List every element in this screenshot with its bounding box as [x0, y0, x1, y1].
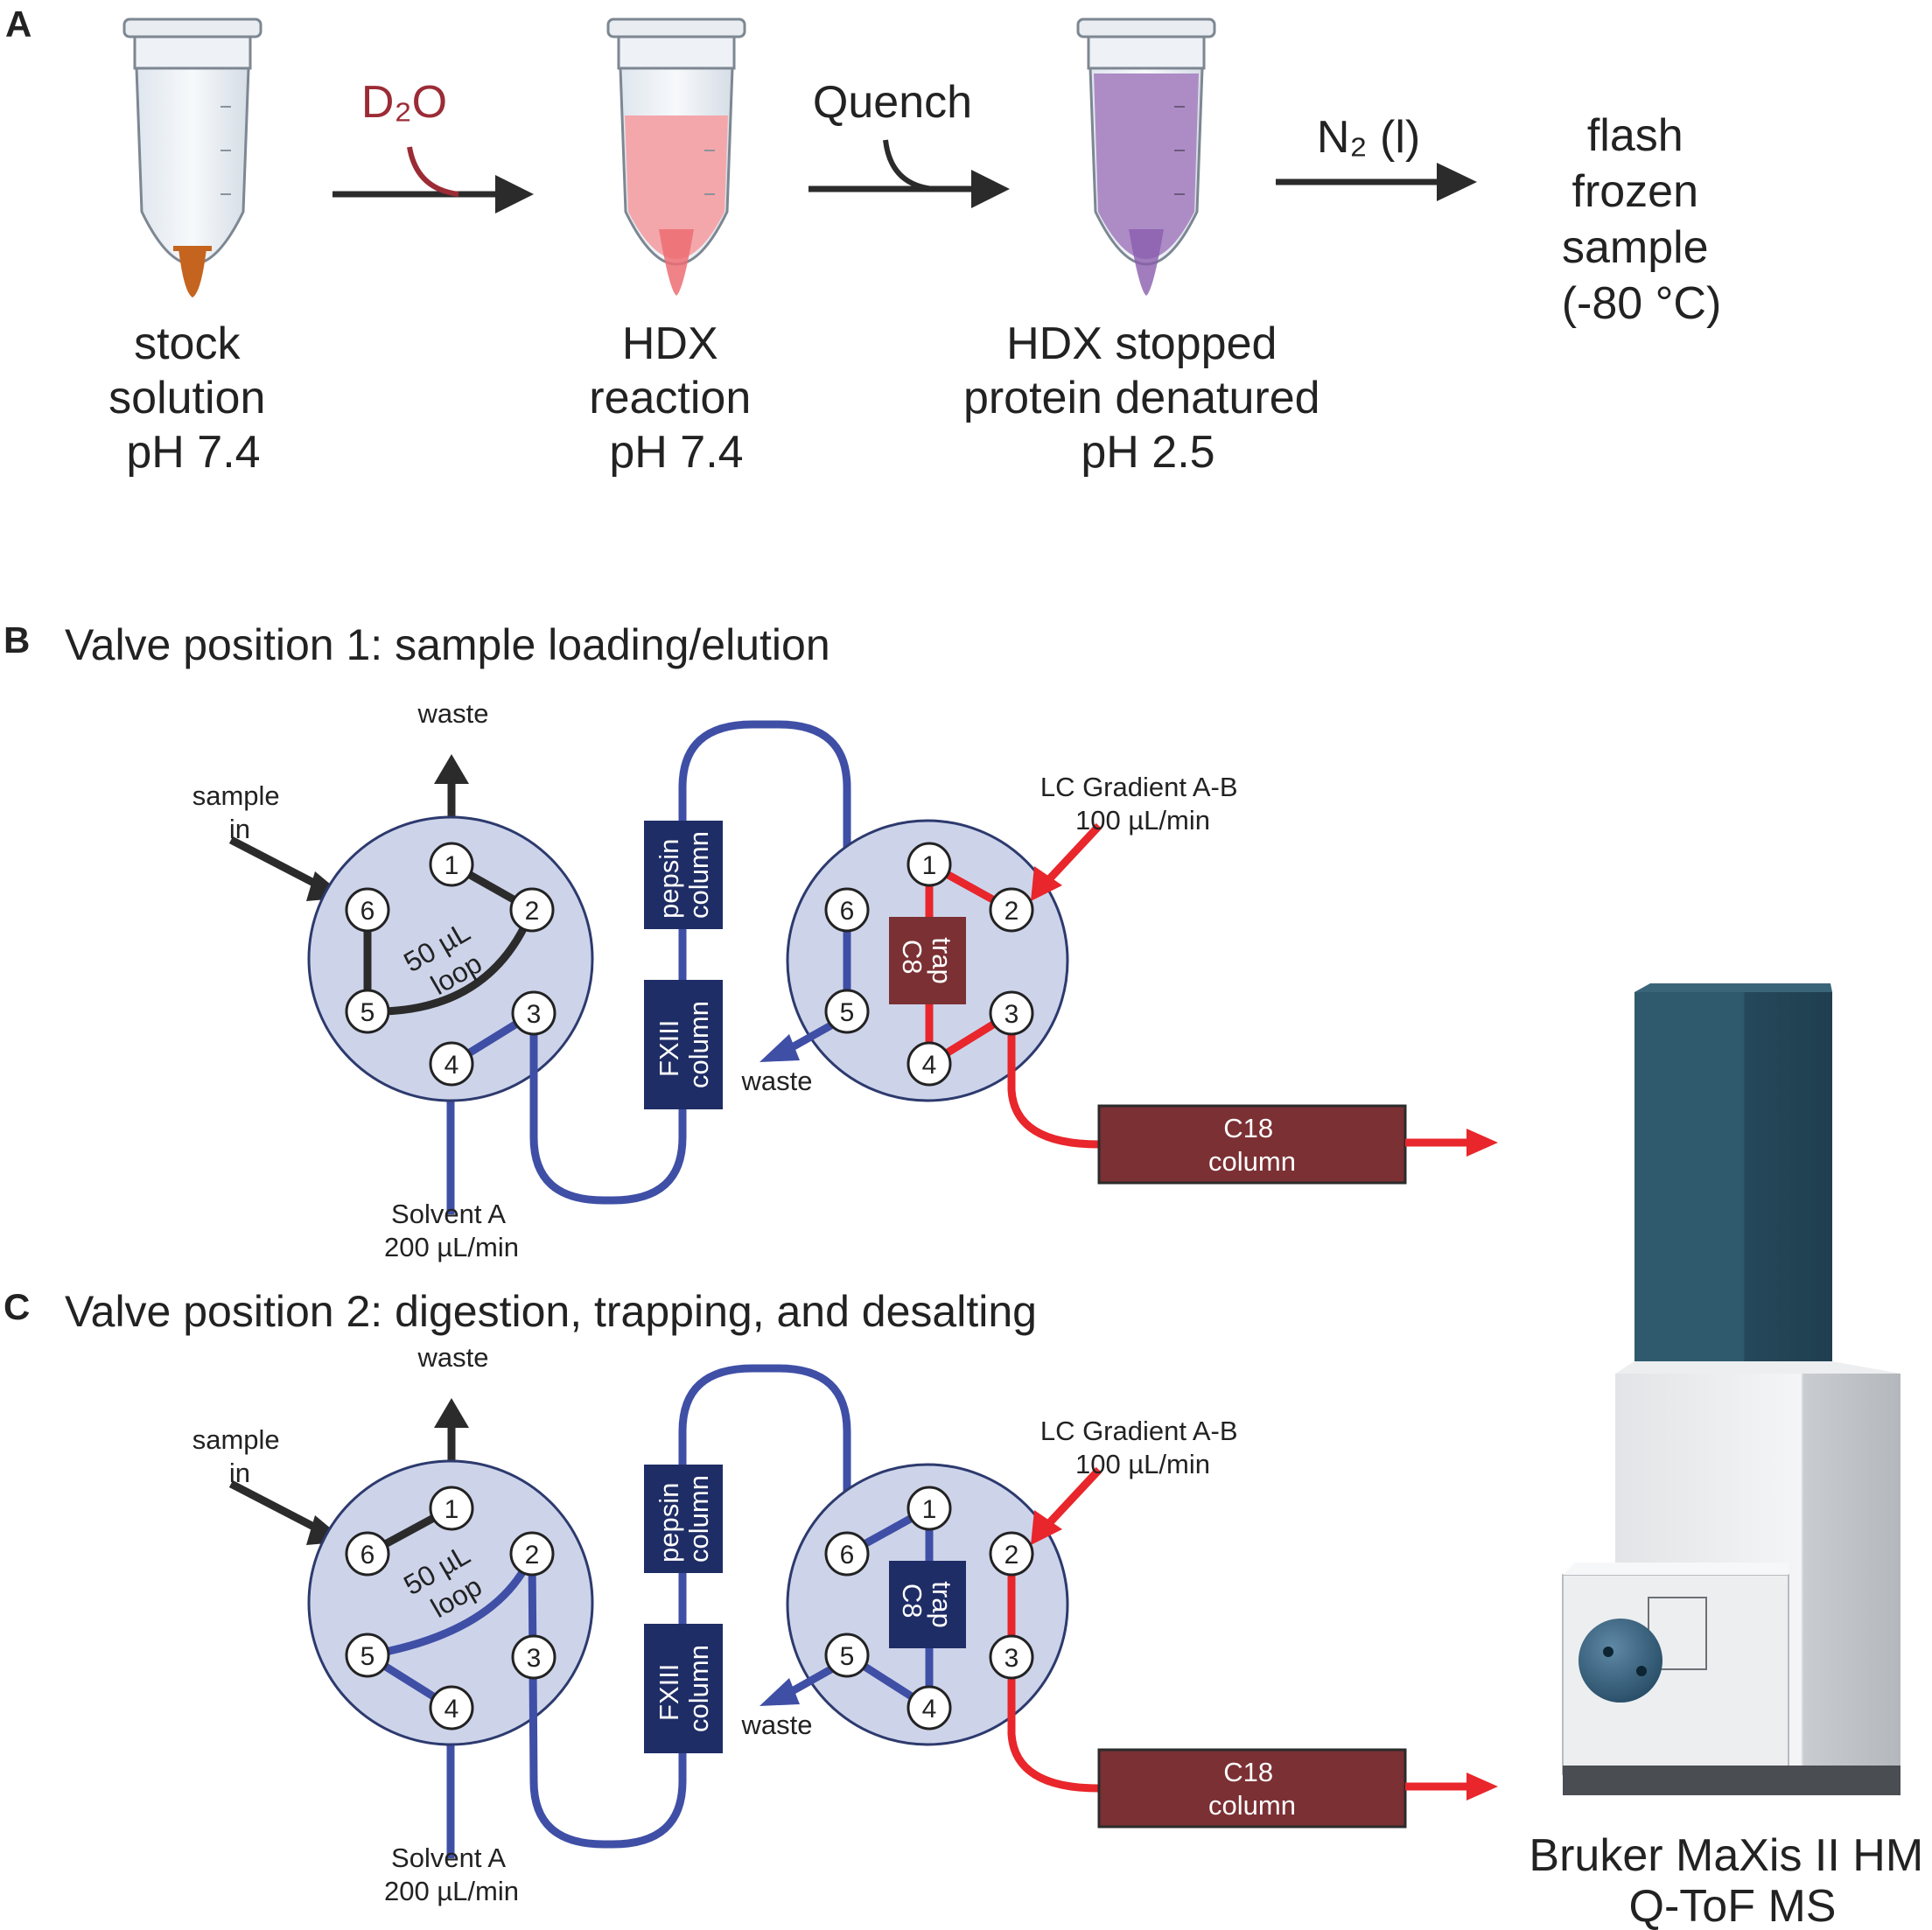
svg-text:5: 5 — [840, 1642, 855, 1671]
n2-label: N₂ (l) — [1317, 112, 1420, 163]
c8-trap — [889, 917, 966, 1004]
svg-text:C8 trap: C8 trap — [897, 1581, 957, 1627]
arrow-liquid-nitrogen — [1276, 163, 1477, 201]
arrow-d2o — [332, 146, 534, 213]
svg-text:2: 2 — [1004, 897, 1019, 926]
tube1-label: stock solution pH 7.4 — [108, 318, 278, 478]
svg-text:1: 1 — [444, 851, 459, 880]
waste-label-c: waste — [417, 1342, 489, 1373]
svg-text:pepsin column: pepsin column — [654, 831, 714, 919]
flash-frozen-label: flash frozen sample (-80 °C) — [1562, 110, 1722, 329]
tube-hdx-reaction — [606, 17, 746, 296]
svg-text:6: 6 — [840, 1541, 855, 1570]
svg-text:FXIII column: FXIII column — [654, 1001, 714, 1088]
svg-text:4: 4 — [922, 1695, 937, 1724]
waste-label-c-right: waste — [741, 1710, 813, 1740]
lc-gradient-label-b: LC Gradient A-B 100 µL/min — [1040, 772, 1245, 836]
left-valve-ports: 1 2 3 4 5 6 — [345, 842, 556, 1087]
tube2-label: HDX reaction pH 7.4 — [589, 318, 763, 478]
svg-text:1: 1 — [922, 1495, 937, 1524]
svg-text:4: 4 — [922, 1051, 937, 1080]
svg-text:C8 trap: C8 trap — [897, 937, 957, 983]
lc-gradient-label-c: LC Gradient A-B 100 µL/min — [1040, 1416, 1245, 1479]
pepsin-column — [644, 821, 723, 929]
svg-text:3: 3 — [1004, 1644, 1019, 1673]
valve-position-2-diagram: pepsin column FXIII column C8 trap C18 c… — [192, 1342, 1498, 1906]
svg-text:5: 5 — [840, 998, 855, 1027]
svg-text:3: 3 — [527, 1000, 542, 1029]
svg-text:FXIII column: FXIII column — [654, 1645, 714, 1732]
svg-text:1: 1 — [922, 851, 937, 880]
svg-text:2: 2 — [1004, 1541, 1019, 1570]
svg-text:pepsin column: pepsin column — [654, 1475, 714, 1563]
svg-text:4: 4 — [444, 1051, 459, 1080]
svg-text:5: 5 — [360, 1642, 375, 1671]
panel-a-letter: A — [5, 3, 32, 45]
svg-text:6: 6 — [360, 897, 375, 926]
sample-in-label-c: sample in — [192, 1424, 288, 1488]
tube3-label: HDX stopped protein denatured pH 2.5 — [963, 318, 1333, 478]
right-valve-ports: 1 2 3 4 5 6 — [824, 842, 1034, 1087]
svg-text:5: 5 — [360, 998, 375, 1027]
solvent-a-label-b: Solvent A 200 µL/min — [384, 1199, 519, 1262]
waste-label-b: waste — [417, 698, 489, 729]
instrument-label: Bruker MaXis II HM Q-ToF MS — [1529, 1830, 1932, 1930]
svg-text:4: 4 — [444, 1695, 459, 1724]
panel-c-letter: C — [4, 1286, 30, 1327]
arrow-quench — [808, 139, 1010, 208]
d2o-label: D₂O — [361, 77, 447, 128]
tube-stock-solution — [122, 17, 262, 297]
fxiii-column — [644, 980, 723, 1109]
svg-text:6: 6 — [360, 1541, 375, 1570]
svg-text:6: 6 — [840, 897, 855, 926]
svg-text:1: 1 — [444, 1495, 459, 1524]
svg-text:C18 column: C18 column — [1208, 1113, 1296, 1177]
solvent-a-label-c: Solvent A 200 µL/min — [384, 1843, 519, 1906]
svg-text:3: 3 — [527, 1644, 542, 1673]
svg-text:C18 column: C18 column — [1208, 1757, 1296, 1821]
mass-spectrometer-icon — [1562, 983, 1900, 1795]
quench-label: Quench — [813, 77, 972, 128]
valve-position-1-diagram: pepsin column FXIII column C8 trap C18 c… — [192, 698, 1498, 1262]
panel-b-heading: Valve position 1: sample loading/elution — [65, 620, 830, 669]
svg-text:2: 2 — [525, 897, 540, 926]
panel-c-heading: Valve position 2: digestion, trapping, a… — [65, 1287, 1037, 1336]
waste-label-b-right: waste — [741, 1066, 813, 1096]
tube-hdx-stopped — [1076, 17, 1216, 296]
svg-text:50 µL loop: 50 µL loop — [398, 1535, 498, 1630]
svg-text:3: 3 — [1004, 1000, 1019, 1029]
left-valve-ports-c: 1 2 3 4 5 6 — [345, 1486, 556, 1731]
panel-b-letter: B — [4, 619, 30, 661]
svg-text:2: 2 — [525, 1541, 540, 1570]
right-valve-ports-c: 1 2 3 4 5 6 — [824, 1486, 1034, 1731]
sample-in-label-b: sample in — [192, 780, 288, 844]
